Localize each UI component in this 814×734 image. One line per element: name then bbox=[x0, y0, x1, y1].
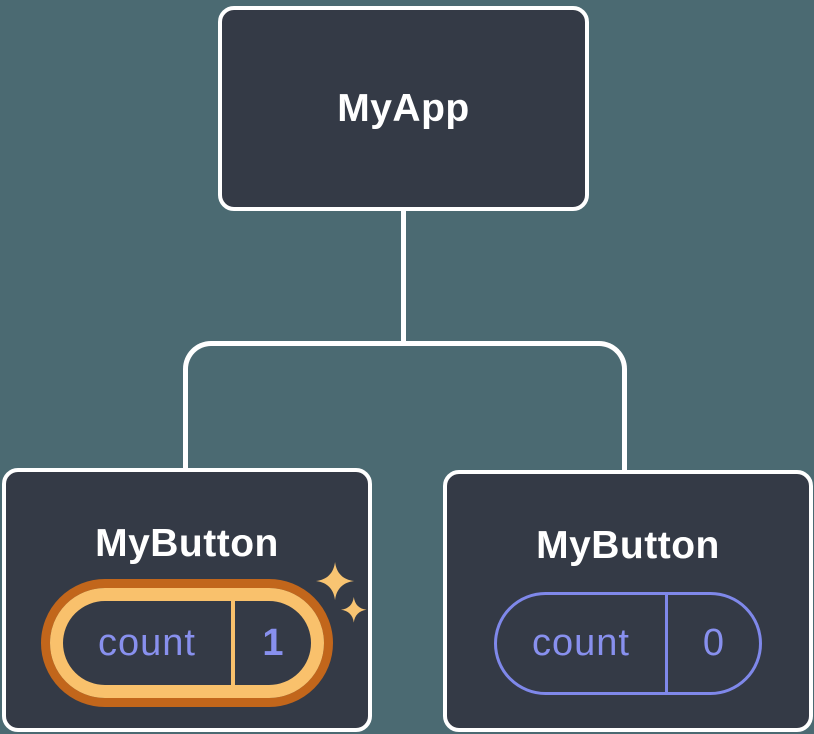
connector-branch bbox=[183, 341, 627, 470]
sparkle-small-icon bbox=[341, 597, 367, 623]
state-pill-plain: count 0 bbox=[494, 592, 762, 695]
root-node: MyApp bbox=[218, 6, 589, 211]
child-node-mybutton-1: MyButton count 1 bbox=[2, 468, 372, 732]
child-node-mybutton-2: MyButton count 0 bbox=[443, 470, 813, 732]
sparkles-icon bbox=[316, 562, 367, 623]
child-node-title: MyButton bbox=[536, 524, 720, 567]
pill-divider bbox=[231, 601, 235, 685]
state-pill-highlighted: count 1 bbox=[41, 579, 333, 707]
connector-stem bbox=[401, 209, 406, 346]
root-node-title: MyApp bbox=[337, 86, 470, 130]
state-key-label: count bbox=[532, 622, 630, 664]
state-key-label: count bbox=[98, 621, 196, 664]
state-key-section: count bbox=[63, 601, 231, 685]
state-pill-body: count 1 bbox=[50, 588, 324, 698]
state-key-section: count bbox=[497, 595, 665, 692]
state-value: 1 bbox=[262, 621, 284, 664]
state-value: 0 bbox=[702, 622, 725, 664]
child-node-title: MyButton bbox=[95, 522, 279, 565]
sparkle-large-icon bbox=[316, 562, 355, 601]
state-value-section: 0 bbox=[668, 595, 759, 692]
pill-divider bbox=[665, 595, 668, 692]
state-value-section: 1 bbox=[235, 601, 311, 685]
